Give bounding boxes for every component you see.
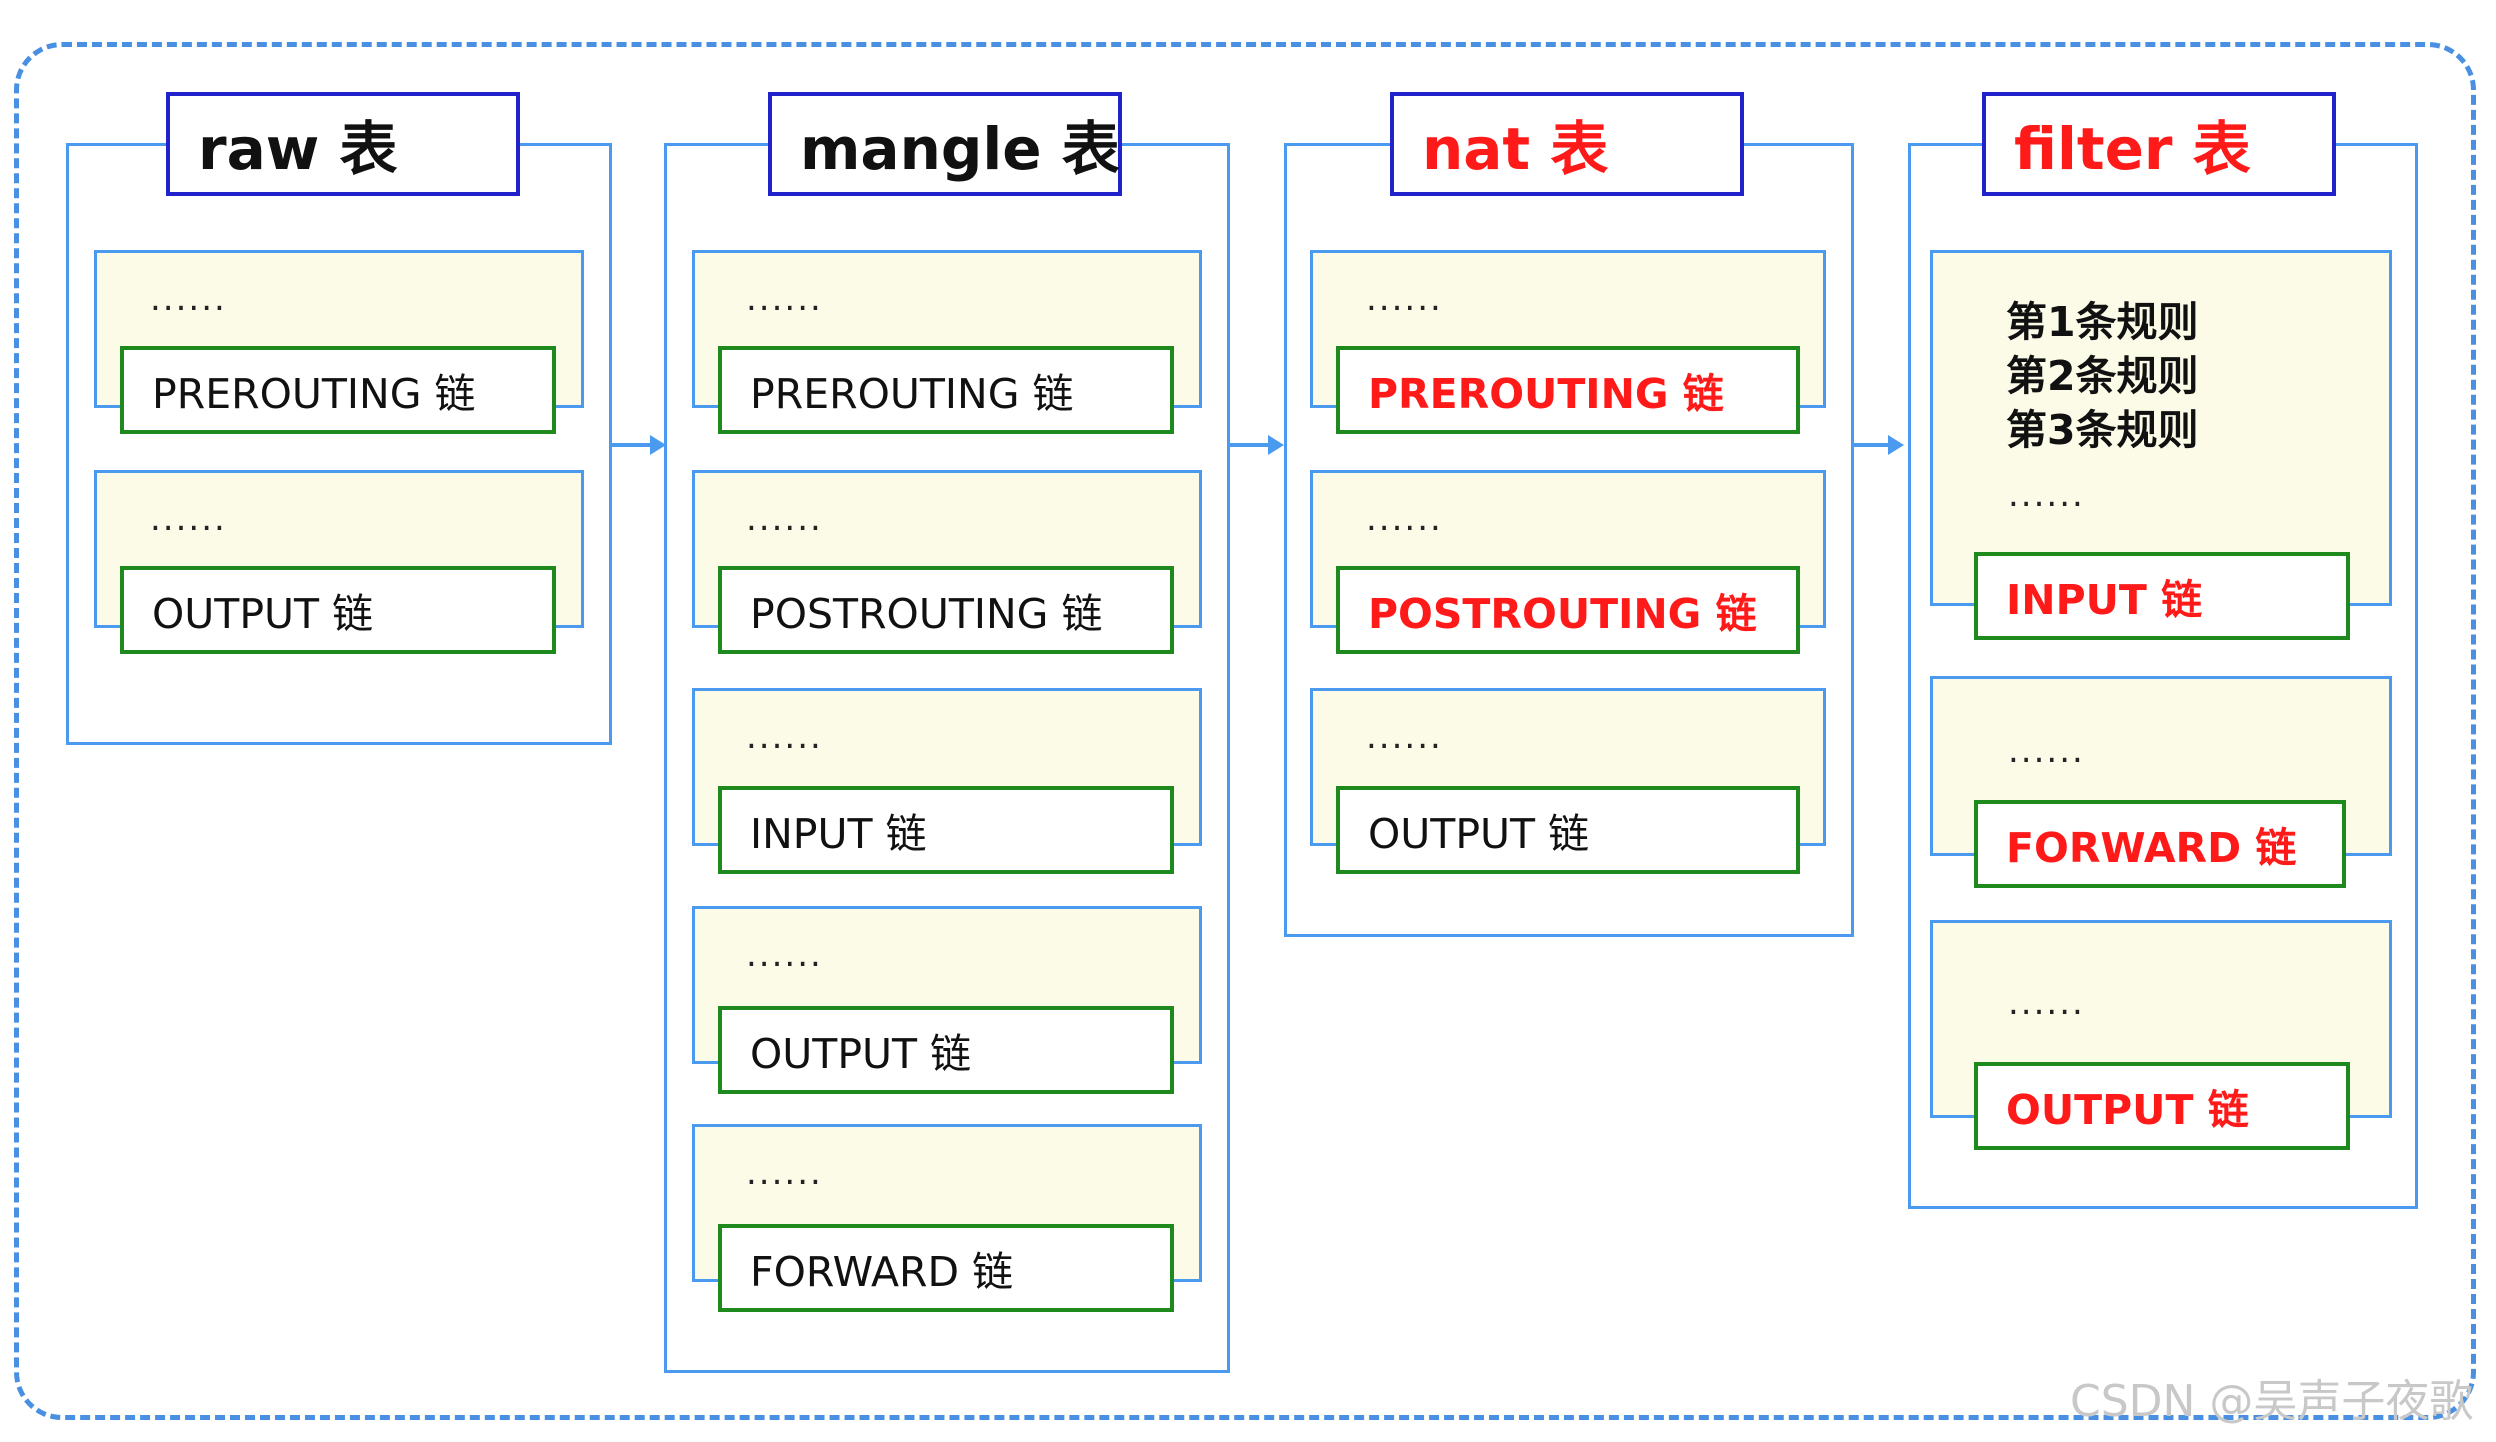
nat-postrouting-chain: POSTROUTING 链	[1336, 566, 1800, 654]
mangle-output-dots: ......	[746, 935, 823, 975]
filter-output-chain: OUTPUT 链	[1974, 1062, 2350, 1150]
connector-mangle-nat	[1230, 443, 1268, 447]
nat-output-dots: ......	[1366, 717, 1443, 757]
filter-forward-chain: FORWARD 链	[1974, 800, 2346, 888]
nat-prerouting-dots: ......	[1366, 279, 1443, 319]
mangle-output-chain: OUTPUT 链	[718, 1006, 1174, 1094]
filter-input-dots: ......	[2008, 475, 2085, 515]
outer-dashed-frame	[14, 42, 2476, 1420]
mangle-input-dots: ......	[746, 717, 823, 757]
arrow-raw-mangle	[650, 435, 666, 455]
raw-output-chain: OUTPUT 链	[120, 566, 556, 654]
mangle-forward-dots: ......	[746, 1153, 823, 1193]
raw-prerouting-dots: ......	[150, 279, 227, 319]
raw-output-dots: ......	[150, 499, 227, 539]
filter-input-chain: INPUT 链	[1974, 552, 2350, 640]
raw-table-title: raw 表	[166, 92, 520, 196]
mangle-postrouting-chain: POSTROUTING 链	[718, 566, 1174, 654]
nat-postrouting-dots: ......	[1366, 499, 1443, 539]
filter-input-panel	[1930, 250, 2392, 606]
mangle-forward-chain: FORWARD 链	[718, 1224, 1174, 1312]
filter-rule-3: 第3条规则	[2006, 406, 2199, 454]
raw-table-box	[66, 143, 612, 745]
connector-nat-filter	[1854, 443, 1888, 447]
filter-forward-dots: ......	[2008, 731, 2085, 771]
nat-prerouting-chain: PREROUTING 链	[1336, 346, 1800, 434]
mangle-prerouting-chain: PREROUTING 链	[718, 346, 1174, 434]
filter-table-title: filter 表	[1982, 92, 2336, 196]
mangle-input-chain: INPUT 链	[718, 786, 1174, 874]
mangle-prerouting-dots: ......	[746, 279, 823, 319]
mangle-table-title: mangle 表	[768, 92, 1122, 196]
filter-output-dots: ......	[2008, 983, 2085, 1023]
connector-raw-mangle	[612, 443, 650, 447]
nat-output-chain: OUTPUT 链	[1336, 786, 1800, 874]
nat-table-title: nat 表	[1390, 92, 1744, 196]
raw-prerouting-chain: PREROUTING 链	[120, 346, 556, 434]
filter-rule-2: 第2条规则	[2006, 352, 2199, 400]
filter-rule-1: 第1条规则	[2006, 298, 2199, 346]
arrow-mangle-nat	[1268, 435, 1284, 455]
mangle-postrouting-dots: ......	[746, 499, 823, 539]
csdn-watermark: CSDN @吴声子夜歌	[2070, 1376, 2474, 1427]
arrow-nat-filter	[1888, 435, 1904, 455]
